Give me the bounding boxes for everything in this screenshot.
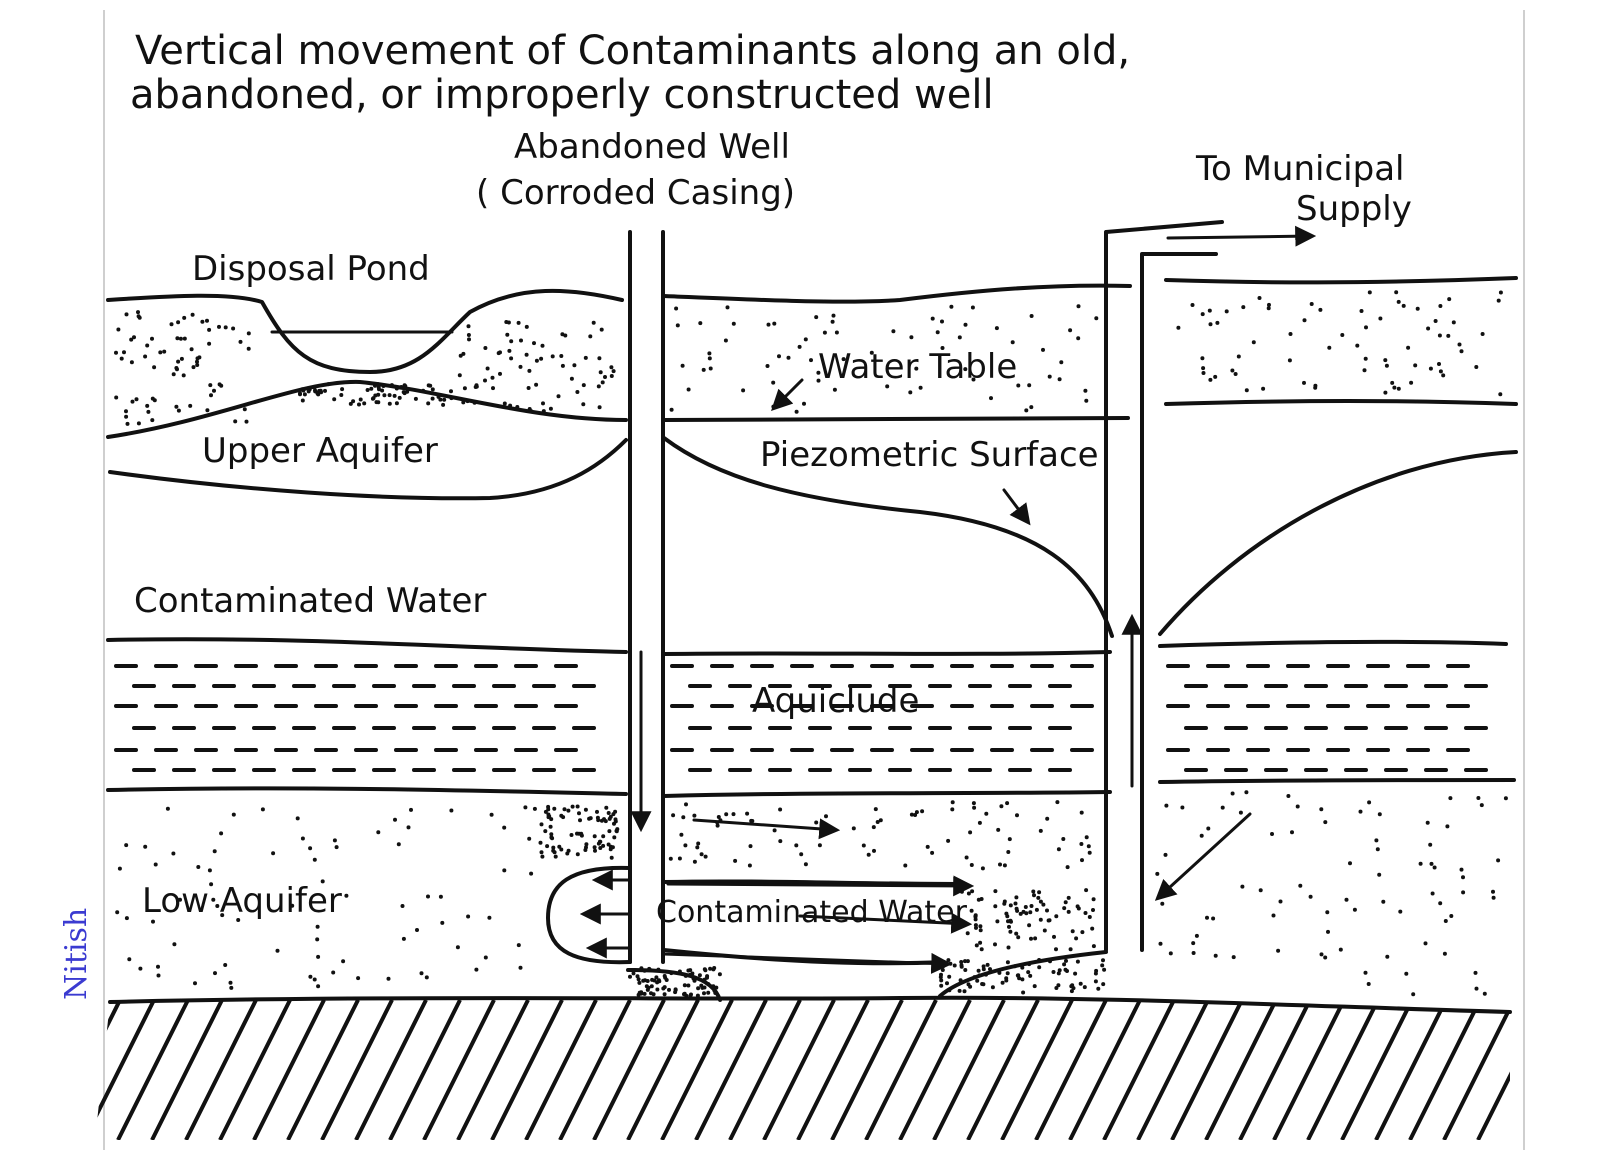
aquiclude-label: Aquiclude (752, 681, 919, 721)
upper-aquifer-label: Upper Aquifer (202, 431, 438, 471)
plume-flow-arrow-upper (666, 875, 975, 897)
aquiclude-top-right (1158, 639, 1508, 648)
aquiclude-top-middle (662, 650, 1112, 656)
aquiclude-bottom-left (106, 786, 628, 796)
water-table-arrow (771, 378, 804, 411)
title-line-1: Vertical movement of Contaminants along … (135, 28, 1130, 74)
title-line-2: abandoned, or improperly constructed wel… (130, 72, 994, 118)
aquiclude-bottom-middle (662, 790, 1112, 798)
corroded-casing-label: ( Corroded Casing) (476, 173, 795, 213)
plume-outline-left (546, 865, 632, 965)
piezometric-surface-right (1158, 450, 1518, 636)
ground-surface-middle (662, 283, 1132, 304)
water-table-right (1164, 399, 1518, 406)
aquiclude-bottom-right (1158, 778, 1516, 784)
aquiclude-dash-pattern (114, 664, 1488, 772)
plume-flow-arrow-lower (662, 952, 953, 974)
bedrock-hatching (95, 999, 1510, 1140)
upper-aquifer-base (108, 438, 628, 501)
supply-outflow-arrow (1166, 225, 1317, 247)
groundwater-inflow-arrow (1154, 812, 1252, 901)
contaminated-water-label: Contaminated Water (134, 581, 486, 621)
aquiclude-top-left (106, 637, 628, 654)
plume-base-left (626, 968, 722, 1002)
plume-label: Contaminated Water (656, 895, 968, 930)
plume-upper-boundary (662, 879, 962, 886)
piezometric-surface-left (662, 436, 1114, 638)
municipal-label-line-1: To Municipal (1195, 149, 1404, 189)
municipal-well-casing-left (1104, 220, 1224, 952)
low-aquifer-label: Low Aquifer (142, 881, 342, 921)
water-table-left (106, 379, 628, 439)
municipal-label-line-2: Supply (1296, 189, 1412, 229)
plume-base-right (938, 950, 1108, 998)
abandoned-well-label: Abandoned Well (514, 127, 790, 167)
lateral-flow-arrow (692, 818, 841, 840)
ground-surface-right (1164, 276, 1518, 285)
piezometric-surface-label: Piezometric Surface (760, 435, 1099, 475)
low-aquifer-stipple (115, 790, 1508, 998)
water-table-label: Water Table (818, 347, 1017, 387)
municipal-well-casing-right (1140, 252, 1218, 952)
bedrock-surface (108, 995, 1512, 1014)
disposal-pond-label: Disposal Pond (192, 249, 430, 289)
unsaturated-zone-stipple (114, 290, 1503, 426)
plume-flow-arrow-middle (798, 912, 973, 934)
author-signature: Nitish (59, 908, 94, 1000)
ground-surface-left (106, 288, 624, 374)
piezometric-arrow (1002, 488, 1031, 526)
water-table-middle (662, 416, 1130, 422)
